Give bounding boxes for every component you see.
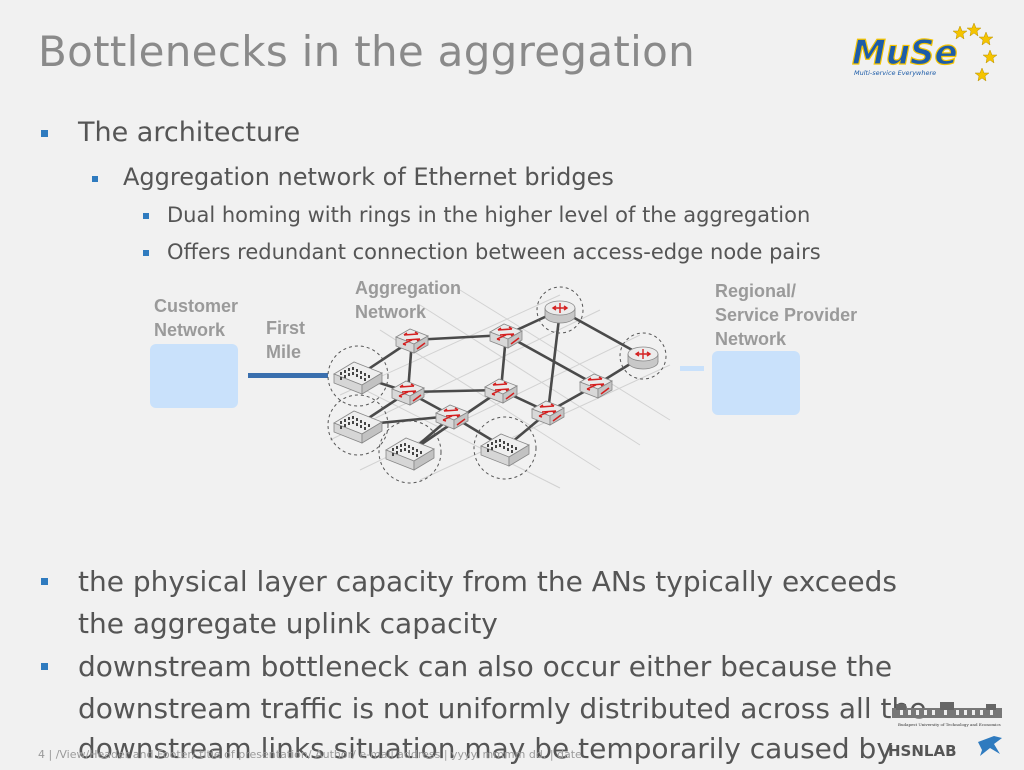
regional-network-box [712, 351, 800, 415]
customer-network-label: Customer Network [154, 296, 239, 340]
first-mile-label: First Mile [266, 318, 306, 362]
ethernet-bridge [395, 328, 429, 354]
ethernet-bridge [489, 323, 523, 349]
aggregation-network-label: Aggregation Network [355, 278, 461, 322]
bullet-marker [41, 663, 48, 670]
bullet-marker [143, 213, 149, 219]
plane-icon [966, 736, 1002, 756]
bullet-marker [92, 176, 98, 182]
ethernet-bridge [391, 380, 425, 406]
access-node-switch [385, 437, 435, 471]
first-mile-link [248, 373, 328, 378]
regional-network-label: Regional/ Service Provider Network [715, 281, 858, 349]
uplink-connector [680, 366, 704, 371]
logo-text: MuSe [852, 33, 958, 73]
access-node-switch [333, 361, 383, 395]
logo-tagline: Multi-service Everywhere [854, 69, 936, 77]
university-name: Budapest University of Technology and Ec… [898, 722, 1001, 727]
slide-title: Bottlenecks in the aggregation [38, 27, 696, 76]
slide-footer: 4 | /View/Header and Footer/ title of pr… [38, 748, 582, 761]
edge-router [544, 300, 576, 324]
access-node-switch [333, 410, 383, 444]
edge-router [627, 346, 659, 370]
aggregation-network-diagram [327, 286, 671, 489]
hsnlab-logo: Budapest University of Technology and Ec… [888, 702, 1002, 760]
bullet-marker [41, 578, 48, 585]
hsnlab-text: HSNLAB [888, 742, 957, 760]
bullet-marker [41, 130, 48, 137]
muse-logo: MuSe Multi-service Everywhere [851, 22, 998, 82]
bullet-marker [143, 250, 149, 256]
customer-network-box [150, 344, 238, 408]
